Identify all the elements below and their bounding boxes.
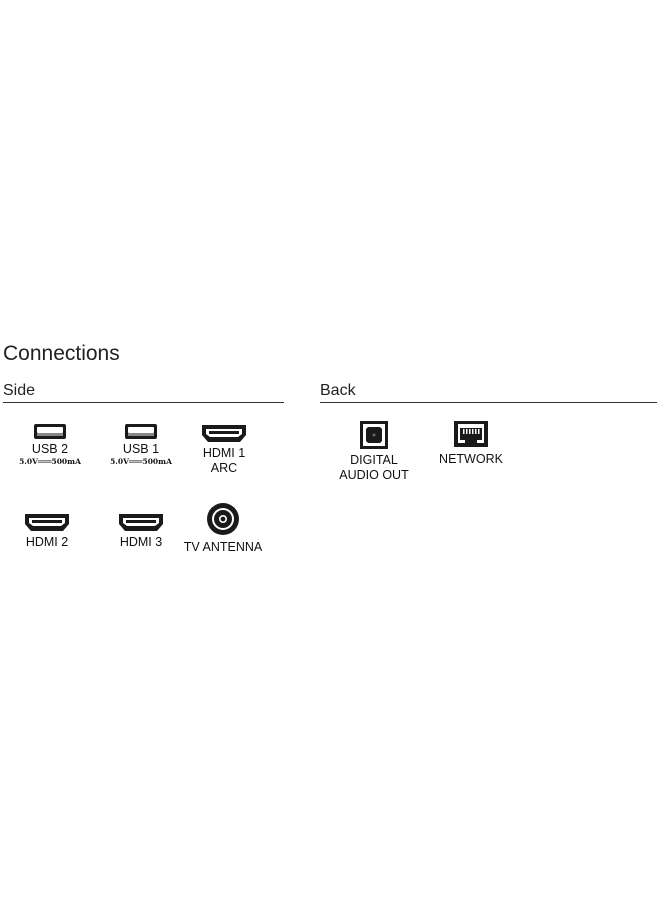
port-spec: 5.0V═══500mA: [110, 457, 172, 466]
usb-icon: [34, 424, 66, 439]
port-label: DIGITAL: [350, 453, 398, 467]
hdmi-icon: [119, 514, 163, 531]
port-label-2: ARC: [210, 461, 238, 475]
port-label: HDMI 3: [119, 535, 163, 549]
antenna-icon: [207, 503, 239, 535]
usb-icon: [125, 424, 157, 439]
side-divider: [3, 402, 284, 403]
hdmi-icon: [25, 514, 69, 531]
hdmi-icon: [202, 425, 246, 442]
port-label-2: AUDIO OUT: [339, 468, 409, 482]
port-digital-audio-out: DIGITAL AUDIO OUT: [330, 420, 418, 483]
port-tv-antenna: TV ANTENNA: [178, 502, 268, 555]
port-hdmi-2: HDMI 2: [13, 512, 81, 550]
port-network: NETWORK: [432, 420, 510, 467]
port-label: NETWORK: [439, 452, 503, 466]
side-heading: Side: [3, 382, 36, 399]
port-label: USB 2: [31, 442, 69, 456]
optical-audio-icon: [360, 421, 388, 449]
back-divider: [320, 402, 657, 403]
port-hdmi-1: HDMI 1 ARC: [190, 423, 258, 476]
port-hdmi-3: HDMI 3: [107, 512, 175, 550]
port-spec: 5.0V═══500mA: [19, 457, 81, 466]
port-usb-1: USB 1 5.0V═══500mA: [99, 423, 183, 467]
page-title: Connections: [3, 342, 120, 365]
port-label: HDMI 1: [202, 446, 246, 460]
port-label: USB 1: [122, 442, 160, 456]
port-label: TV ANTENNA: [183, 540, 263, 554]
back-heading: Back: [320, 382, 356, 399]
port-label: HDMI 2: [25, 535, 69, 549]
port-usb-2: USB 2 5.0V═══500mA: [8, 423, 92, 467]
ethernet-icon: [454, 421, 488, 447]
